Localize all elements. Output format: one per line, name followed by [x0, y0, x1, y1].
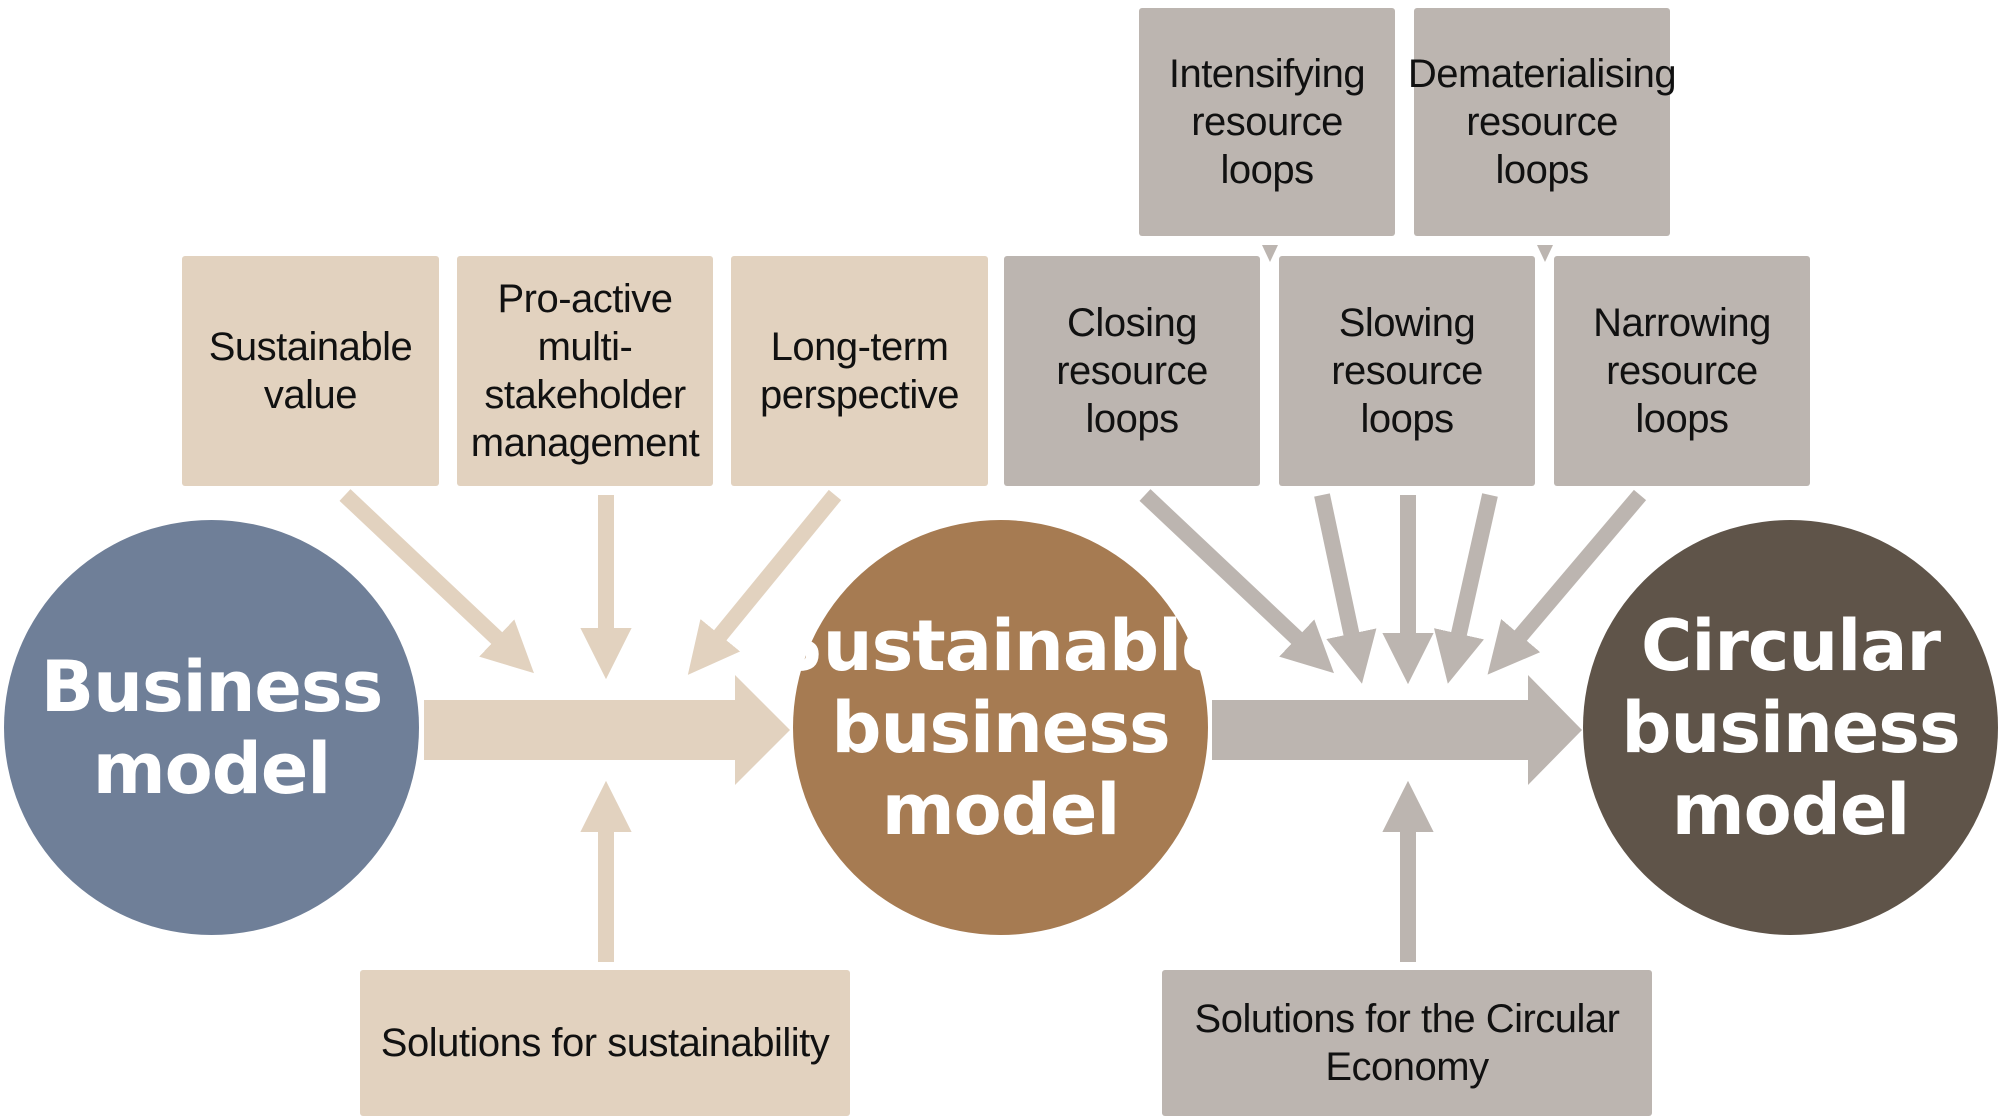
- business-model-label: Business model: [40, 645, 383, 810]
- factor-long-term-perspective: Long-term perspective: [731, 256, 988, 486]
- circular-business-model-circle: Circular business model: [1583, 520, 1998, 935]
- arrow-narrowing-loops: [1487, 489, 1647, 675]
- loop-intensifying: Intensifying resource loops: [1139, 8, 1395, 236]
- solutions-for-circular-economy: Solutions for the Circular Economy: [1162, 970, 1652, 1116]
- loop-closing: Closing resource loops: [1004, 256, 1260, 486]
- arrow-sustainable-value: [339, 489, 534, 674]
- sustainable-business-model-circle: Sustainable business model: [773, 520, 1229, 935]
- solutions-for-sustainability: Solutions for sustainability: [360, 970, 850, 1116]
- arrow-closing-loops: [1139, 489, 1334, 674]
- connector-dematerialising: [1537, 245, 1553, 262]
- loop-dematerialising: Dematerialising resource loops: [1408, 8, 1677, 236]
- loop-narrowing: Narrowing resource loops: [1554, 256, 1810, 486]
- arrow-intensifying-loops: [1314, 493, 1377, 684]
- factor-stakeholder-management: Pro-active multi- stakeholder management: [457, 256, 713, 486]
- factor-sustainable-value: Sustainable value: [182, 256, 439, 486]
- main-arrow-sustainable-to-circular: [1212, 675, 1582, 785]
- connector-intensifying: [1262, 245, 1278, 262]
- circular-business-model-label: Circular business model: [1621, 604, 1960, 851]
- main-arrow-business-to-sustainable: [424, 675, 790, 785]
- sustainable-business-model-label: Sustainable business model: [773, 604, 1228, 851]
- business-model-circle: Business model: [4, 520, 419, 935]
- loop-slowing: Slowing resource loops: [1279, 256, 1535, 486]
- arrow-long-term: [687, 489, 842, 675]
- arrow-dematerialising-loops: [1433, 493, 1498, 684]
